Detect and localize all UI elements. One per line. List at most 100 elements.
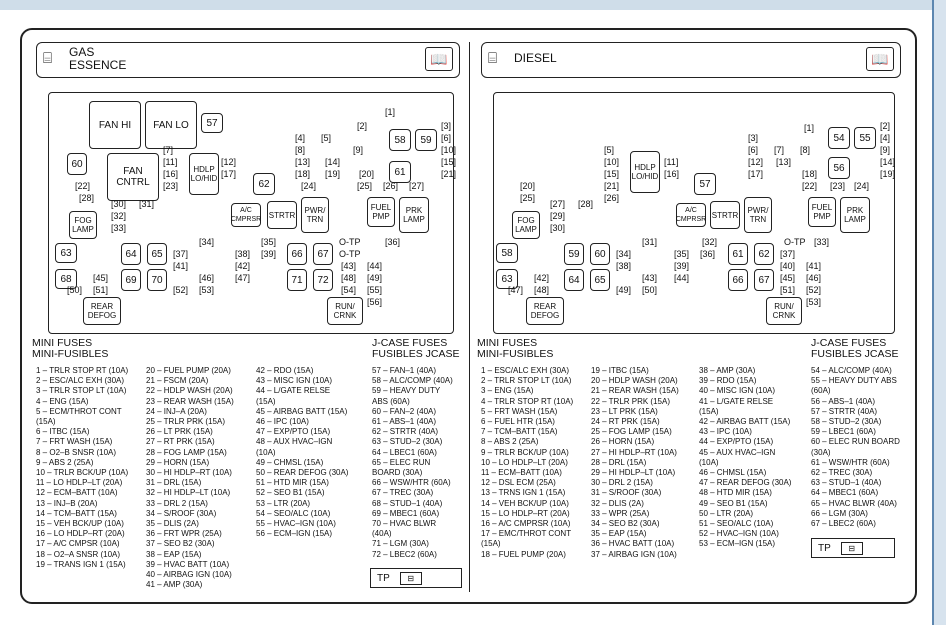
gas-tp-box: TP ⊟ bbox=[370, 568, 462, 588]
slot-32: [32] bbox=[111, 211, 127, 221]
legend-entry: 66 – LGM (30A) bbox=[811, 508, 868, 518]
diesel-fuse-box: HDLP LO/HID A/C CMPRSR STRTR PWR/ TRN FU… bbox=[493, 92, 895, 334]
slot-38: [38] bbox=[616, 261, 632, 271]
legend-entry: 21 – REAR WASH (15A) bbox=[591, 386, 679, 396]
slot-41: [41] bbox=[173, 261, 189, 271]
slot-44: [44] bbox=[367, 261, 383, 271]
relay-fuel-pmp: FUEL PMP bbox=[808, 197, 836, 227]
slot-43: [43] bbox=[642, 273, 658, 283]
jcase-fuses-heading-fr: FUSIBLES JCASE bbox=[811, 348, 899, 360]
fuse-66: 66 bbox=[728, 269, 748, 291]
legend-entry: 53 – ECM–IGN (15A) bbox=[699, 539, 776, 549]
jcase-fuses-heading-fr: FUSIBLES JCASE bbox=[372, 348, 460, 360]
legend-entry: 20 – HDLP WASH (20A) bbox=[591, 376, 678, 386]
legend-entry: 57 – FAN–1 (40A) bbox=[372, 366, 437, 375]
slot-19: [19] bbox=[325, 169, 341, 179]
legend-entry: 46 – IPC (10A) bbox=[256, 417, 309, 427]
slot-55: [55] bbox=[367, 285, 383, 295]
slot-15: [15] bbox=[604, 169, 620, 179]
slot-39: [39] bbox=[674, 261, 690, 271]
legend-entry: 22 – HDLP WASH (20A) bbox=[146, 386, 233, 396]
slot-26: [26] bbox=[383, 181, 399, 191]
legend-entry: 37 – AIRBAG IGN (10A) bbox=[591, 549, 677, 559]
fuse-60: 60 bbox=[590, 243, 610, 265]
relay-fan-hi: FAN HI bbox=[89, 101, 141, 149]
slot-16: [16] bbox=[664, 169, 680, 179]
legend-entry: BOARD (30A) bbox=[372, 468, 423, 478]
legend-entry: (15A) bbox=[699, 406, 719, 416]
legend-entry: 36 – HVAC BATT (10A) bbox=[591, 539, 675, 549]
legend-entry: 72 – LBEC2 (60A) bbox=[372, 549, 437, 559]
legend-entry: 25 – TRLR PRK (15A) bbox=[146, 417, 225, 427]
gas-title-line1: GAS bbox=[69, 45, 95, 59]
legend-entry: 16 – LO HDLP–RT (20A) bbox=[36, 529, 125, 539]
legend-entry: 11 – ECM–BATT (10A) bbox=[481, 468, 562, 478]
legend-entry: 30 – HI HDLP–RT (10A) bbox=[146, 468, 232, 478]
slot-30: [30] bbox=[550, 223, 566, 233]
legend-entry: 15 – LO HDLP–RT (20A) bbox=[481, 508, 570, 518]
legend-entry: 18 – FUEL PUMP (20A) bbox=[481, 549, 566, 559]
slot-7: [7] bbox=[774, 145, 785, 155]
legend-entry: 7 – FRT WASH (15A) bbox=[36, 437, 113, 447]
fuse-55: 55 bbox=[854, 127, 876, 149]
legend-entry: 59 – HEAVY DUTY bbox=[372, 386, 441, 396]
legend-entry: 39 – RDO (15A) bbox=[699, 376, 757, 386]
slot-35: [35] bbox=[674, 249, 690, 259]
legend-entry: 35 – EAP (15A) bbox=[591, 529, 647, 539]
legend-entry: 40 – MISC IGN (10A) bbox=[699, 386, 776, 396]
fuse-63: 63 bbox=[496, 269, 518, 289]
relay-run-crnk: RUN/ CRNK bbox=[327, 297, 363, 325]
slot-46: [46] bbox=[199, 273, 215, 283]
legend-entry: 51 – SEO/ALC (10A) bbox=[699, 519, 774, 529]
slot-2: [2] bbox=[880, 121, 891, 131]
slot-27: [27] bbox=[550, 199, 566, 209]
legend-entry: 69 – MBEC1 (60A) bbox=[372, 508, 440, 518]
slot-23: [23] bbox=[163, 181, 179, 191]
slot-27: [27] bbox=[409, 181, 425, 191]
fuse-57: 57 bbox=[201, 113, 223, 133]
legend-entry: (60A) bbox=[811, 386, 831, 396]
legend-entry: 13 – INJ–B (20A) bbox=[36, 498, 98, 508]
legend-entry: 56 – ABS–1 (40A) bbox=[811, 396, 876, 406]
slot-53: [53] bbox=[806, 297, 822, 307]
slot-8: [8] bbox=[800, 145, 811, 155]
slot-47: [47] bbox=[508, 285, 524, 295]
slot-25: [25] bbox=[520, 193, 536, 203]
legend-entry: 50 – REAR DEFOG (30A) bbox=[256, 468, 349, 478]
diesel-legend-col3: 38 – AMP (30A)39 – RDO (15A)40 – MISC IG… bbox=[699, 366, 791, 550]
relay-fog-lamp: FOG LAMP bbox=[512, 211, 540, 239]
slot-5: [5] bbox=[604, 145, 615, 155]
relay-rear-defog: REAR DEFOG bbox=[526, 297, 564, 325]
slot-34: [34] bbox=[199, 237, 215, 247]
legend-entry: (10A) bbox=[699, 457, 719, 467]
slot-48: [48] bbox=[341, 273, 357, 283]
fuse-64: 64 bbox=[564, 269, 584, 291]
slot-13: [13] bbox=[776, 157, 792, 167]
legend-entry: 23 – REAR WASH (15A) bbox=[146, 396, 234, 406]
diesel-legend-col1: 1 – ESC/ALC EXH (30A)2 – TRLR STOP LT (1… bbox=[481, 366, 573, 560]
fuse-61: 61 bbox=[728, 243, 748, 265]
legend-entry: 52 – HVAC–IGN (10A) bbox=[699, 529, 779, 539]
slot-21: [21] bbox=[604, 181, 620, 191]
panel-divider bbox=[469, 42, 470, 592]
fuse-58: 58 bbox=[389, 129, 411, 151]
legend-entry: 4 – TRLR STOP RT (10A) bbox=[481, 396, 574, 406]
relay-rear-defog: REAR DEFOG bbox=[83, 297, 121, 325]
slot-23: [23] bbox=[830, 181, 846, 191]
legend-entry: 49 – CHMSL (15A) bbox=[256, 457, 324, 467]
legend-entry: 26 – HORN (15A) bbox=[591, 437, 655, 447]
legend-entry: 9 – ABS 2 (25A) bbox=[36, 457, 94, 467]
fuse-70: 70 bbox=[147, 269, 167, 291]
slot-52: [52] bbox=[806, 285, 822, 295]
legend-entry: 19 – ITBC (15A) bbox=[591, 366, 649, 375]
mini-fuses-heading-en: MINI FUSES bbox=[32, 337, 93, 349]
relay-hdlp-lo-hid: HDLP LO/HID bbox=[630, 151, 660, 193]
legend-entry: 54 – ALC/COMP (40A) bbox=[811, 366, 892, 375]
legend-entry: 42 – AIRBAG BATT (15A) bbox=[699, 417, 791, 427]
slot-o-tp-1: O-TP bbox=[339, 237, 361, 247]
slot-46: [46] bbox=[806, 273, 822, 283]
slot-6: [6] bbox=[748, 145, 759, 155]
